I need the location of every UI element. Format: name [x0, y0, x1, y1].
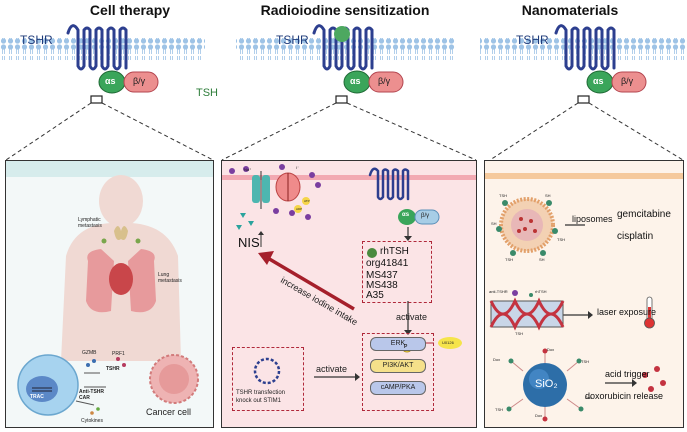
tsh-label: TSH — [196, 87, 218, 99]
liposomes-label: liposomes — [572, 214, 613, 224]
camp-pill: cAMP/PKA — [370, 381, 426, 395]
activate-label-2: activate — [316, 364, 348, 374]
u0126-label: U0126 — [442, 340, 454, 345]
prf1-label: PRF1 — [112, 351, 125, 357]
activate-label-1: activate — [396, 312, 428, 322]
betagamma-label-1: β/γ — [133, 76, 146, 86]
rhtsh-label: rhTSH — [535, 289, 547, 294]
sh-label-lipo-2: SH — [491, 221, 497, 226]
panel-receptor — [368, 167, 410, 201]
pi3k-pill: PI3K/AKT — [370, 359, 426, 373]
drug-a35: A35 — [366, 290, 384, 301]
gemcitabine-label: gemcitabine — [617, 209, 671, 220]
car-label: Anti-TSHR CAR — [79, 389, 104, 401]
body-illustration — [17, 175, 199, 416]
radio-illustration — [229, 164, 462, 385]
nis-label: NIS — [238, 235, 260, 250]
tshr-cell-label: TSHR — [106, 366, 120, 372]
receptor-row — [0, 24, 687, 160]
title-nanomaterials: Nanomaterials — [521, 2, 619, 18]
tshr-label-1: TSHR — [20, 33, 53, 47]
t-cell-nucleus — [26, 376, 58, 402]
alpha-label-2: αs — [350, 76, 361, 86]
tsh-label-sio-1: TSH — [581, 359, 589, 364]
g-protein-1 — [98, 70, 159, 94]
thermometer-icon — [644, 296, 655, 329]
cancer-cell-label: Cancer cell — [146, 407, 192, 417]
title-cell-therapy: Cell therapy — [89, 2, 171, 18]
tsh-label-tube: TSH — [515, 331, 523, 336]
na-label: Na⁺ — [244, 167, 252, 172]
alpha-label-panel2: αs — [402, 212, 410, 218]
adp-label: ADP — [296, 207, 303, 211]
anti-tshr-label: anti-TSHR — [489, 289, 508, 294]
betagamma-label-2: β/γ — [378, 76, 391, 86]
g-protein-3 — [586, 70, 647, 94]
drug-ms437: MS437 — [366, 270, 398, 281]
panel1-topband — [6, 161, 213, 177]
panel2-membrane — [222, 175, 476, 180]
lung-metastasis-label: Lung metastasis — [158, 272, 182, 284]
tshr-receptor-1 — [66, 24, 128, 71]
tsh-label-lipo-3: TSH — [505, 257, 513, 262]
transfection-box — [232, 347, 304, 411]
betagamma-label-3: β/γ — [621, 76, 634, 86]
erk-pill: ERK — [370, 337, 426, 351]
p-label: P — [404, 344, 408, 350]
panel3-membrane — [485, 173, 683, 179]
pathway-box — [362, 333, 434, 411]
dox-label-1: Dox — [493, 357, 501, 362]
pump — [275, 172, 310, 213]
acid-trigger-label: acid trigger — [605, 369, 650, 379]
gzmb-label: GZMB — [82, 350, 97, 356]
dox-label-3: Dox — [585, 395, 593, 400]
tshr-label-3: TSHR — [516, 33, 549, 47]
sio2-particle — [506, 348, 584, 422]
cisplatin-label: cisplatin — [617, 231, 654, 242]
drug-ms438: MS438 — [366, 280, 398, 291]
tshr-label-2: TSHR — [276, 33, 309, 47]
dox-label-2: Dox — [547, 347, 555, 352]
atp-label: ATP — [304, 199, 310, 203]
drug-rhtsh: rhTSH — [380, 246, 409, 257]
transfection-label: TSHR transfection knock out STIM1 — [236, 390, 286, 404]
zoom-box-1 — [90, 95, 103, 104]
cytokines-label: Cytokines — [81, 418, 103, 424]
sio2-label: SiO₂ — [535, 378, 558, 390]
drug-org41841: org41841 — [366, 258, 409, 269]
trac-label: TRAC — [30, 394, 44, 400]
nano-illustration — [489, 197, 666, 422]
laser-label: laser exposure — [597, 307, 657, 317]
panel-cell-therapy: Lymphatic metastasis Lung metastasis GZM… — [5, 160, 214, 428]
doxorubicin-release-label: doxorubicin release — [585, 391, 664, 401]
alpha-label-1: αs — [105, 76, 116, 86]
sh-label-lipo-1: SH — [545, 193, 551, 198]
nis-transporter — [252, 171, 270, 209]
tsh-label-lipo-1: TSH — [499, 193, 507, 198]
sh-label-lipo-3: SH — [539, 257, 545, 262]
liposome — [496, 197, 558, 256]
panel-nanomaterials: TSH SH SH TSH TSH SH liposomes gemcitabi… — [484, 160, 684, 428]
alpha-label-3: αs — [593, 76, 604, 86]
title-radioiodine: Radioiodine sensitization — [260, 2, 430, 18]
membrane-2 — [236, 38, 456, 60]
tsh-ligand-bound — [334, 26, 350, 42]
panel-radioiodine: Na⁺ I⁻ ATP ADP NIS αs β/γ rhTSH org41841… — [221, 160, 477, 428]
dox-label-4: Dox — [535, 413, 543, 418]
zoom-box-3 — [577, 95, 590, 104]
zoom-box-2 — [335, 95, 348, 104]
lymphatic-metastasis-label: Lymphatic metastasis — [78, 217, 102, 229]
nanotube — [489, 290, 565, 331]
zoom-lines — [5, 102, 684, 160]
drug-box — [362, 241, 432, 303]
tsh-label-sio-2: TSH — [495, 407, 503, 412]
tsh-label-lipo-2: TSH — [557, 237, 565, 242]
i-label: I⁻ — [296, 165, 300, 170]
tshr-receptor-3 — [554, 24, 616, 71]
betagamma-label-panel2: β/γ — [421, 213, 430, 219]
g-protein-2 — [343, 70, 404, 94]
